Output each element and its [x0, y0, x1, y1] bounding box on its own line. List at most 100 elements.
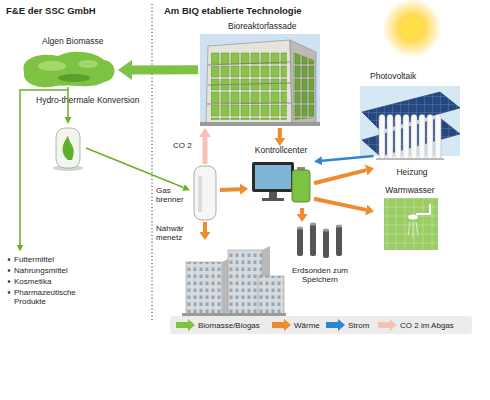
- legend-label: CO 2 im Abgas: [400, 321, 480, 330]
- control-monitor: [292, 170, 310, 202]
- shower: [416, 204, 430, 214]
- node-label: Algen Biomasse: [42, 37, 118, 47]
- ground-probes: [310, 224, 316, 256]
- section-heading: F&E der SSC GmbH: [6, 6, 146, 17]
- illustrated-node: Hydro-thermale Konversion: [50, 124, 86, 172]
- bioreactor-building: [200, 122, 320, 126]
- illustrated-node: Kontrollcenter: [248, 146, 314, 208]
- flow-arrow: [86, 148, 184, 188]
- product-item: Futtermittel: [14, 255, 104, 264]
- flow-arrow: [132, 65, 198, 74]
- ground-probes: [336, 225, 342, 228]
- shower: [408, 222, 418, 238]
- bioreactor-building: [290, 40, 316, 124]
- ground-probes: [310, 223, 316, 226]
- gas-burner-tank: [198, 176, 202, 212]
- ground-probes: [297, 228, 303, 256]
- illustrated-node: Gas brenner: [190, 164, 220, 222]
- node-label: Erdsonden zum Speichern: [290, 266, 350, 284]
- conversion-reactor: [63, 136, 74, 160]
- ground-probes: [323, 229, 329, 232]
- algae-blob: [78, 60, 98, 68]
- node-label: Warmwasser: [374, 186, 446, 196]
- control-monitor: [252, 162, 294, 192]
- gas-burner-tank: [194, 166, 216, 220]
- illustrated-node: Heizung: [374, 112, 450, 178]
- legend-band: [176, 319, 195, 331]
- algae-blob: [23, 52, 114, 88]
- algae-blob: [58, 74, 90, 82]
- bioreactor-building: [200, 34, 320, 126]
- illustrated-node: Warmwasser: [374, 186, 446, 250]
- legend-band: [378, 319, 397, 331]
- shower: [408, 215, 418, 220]
- radiator: [376, 114, 444, 160]
- gas-burner-tank: [194, 166, 216, 220]
- node-label: Gas brenner: [156, 186, 188, 204]
- flow-arrow: [314, 199, 366, 210]
- section-heading: Am BIQ etablierte Technologie: [164, 6, 364, 17]
- district-buildings: [182, 246, 286, 316]
- legend-band: [326, 319, 345, 331]
- sun: [382, 0, 442, 58]
- list-bullets: [8, 291, 11, 294]
- bioreactor-building: [207, 62, 291, 104]
- control-monitor: [269, 192, 277, 198]
- conversion-reactor: [56, 128, 80, 168]
- shower: [384, 198, 438, 250]
- shower: [384, 198, 438, 250]
- node-label: Nahwär menetz: [156, 224, 188, 242]
- radiator: [376, 158, 444, 160]
- flow-arrow: [322, 156, 374, 161]
- node-label: Hydro-thermale Konversion: [36, 96, 146, 106]
- ground-probes: [297, 227, 303, 230]
- product-item: Kosmetika: [14, 277, 104, 286]
- conversion-reactor: [53, 128, 83, 171]
- ground-probes: [323, 230, 329, 258]
- illustrated-node: Erdsonden zum Speichern: [290, 222, 350, 286]
- flow-arrow: [300, 208, 304, 214]
- control-monitor: [252, 162, 310, 202]
- list-bullets: [8, 280, 11, 283]
- product-item: Pharmazeutische Produkte: [14, 288, 86, 306]
- flow-arrow: [220, 187, 240, 192]
- flow-arrow: [67, 87, 69, 117]
- control-monitor: [297, 167, 305, 170]
- sun: [382, 0, 442, 58]
- bioreactor-building: [200, 34, 320, 126]
- divider-line: [152, 4, 153, 322]
- flow-arrow: [203, 137, 208, 164]
- list-bullets: [8, 258, 11, 294]
- edge-label: CO 2: [173, 141, 213, 150]
- district-buildings: [228, 250, 262, 314]
- list-bullets: [8, 258, 11, 261]
- control-monitor: [255, 165, 291, 189]
- flow-arrow: [314, 170, 366, 183]
- legend-label: Biomasse/Biogas: [198, 321, 278, 330]
- list-bullets: [8, 269, 11, 272]
- product-item: Nahrungsmittel: [14, 266, 104, 275]
- flow-arrow: [203, 222, 207, 232]
- ground-probes: [336, 226, 342, 256]
- radiator: [378, 114, 442, 160]
- algae-blob: [23, 52, 114, 88]
- district-buildings: [182, 313, 286, 316]
- node-label: Bioreaktorfassade: [228, 22, 322, 32]
- bioreactor-building: [293, 52, 314, 120]
- illustrated-node: Bioreaktorfassade: [198, 22, 322, 128]
- algae-blob: [38, 61, 66, 71]
- node-label: Heizung: [374, 168, 450, 178]
- flow-arrow: [278, 128, 282, 138]
- district-buildings: [186, 262, 222, 314]
- illustrated-node: Photovoltaik: [358, 72, 462, 156]
- control-monitor: [262, 198, 284, 201]
- district-buildings: [258, 276, 284, 314]
- ground-probes: [297, 223, 342, 259]
- sun: [400, 16, 424, 40]
- legend-band: [272, 319, 291, 331]
- illustrated-node: Nahwär menetz: [178, 240, 286, 318]
- illustrated-node: Algen Biomasse: [18, 37, 118, 87]
